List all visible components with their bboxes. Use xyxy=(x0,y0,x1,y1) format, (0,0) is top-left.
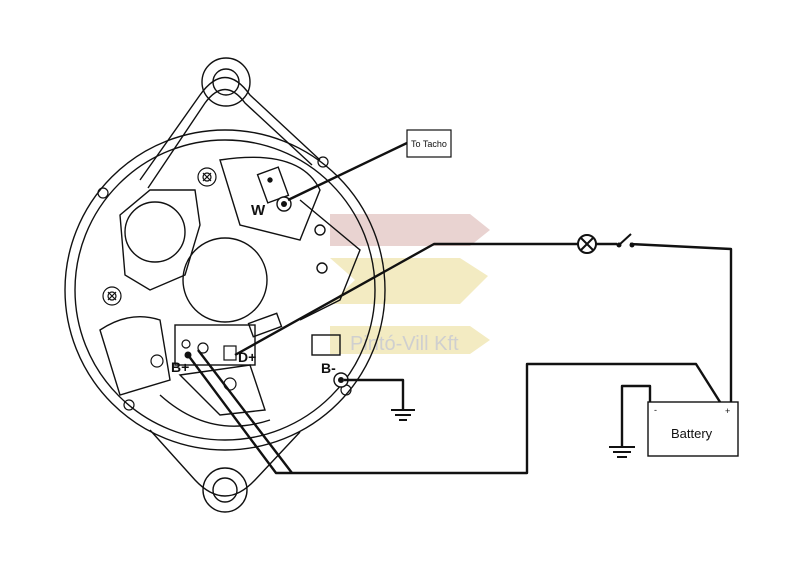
battery: Battery - + xyxy=(647,401,739,457)
brush-holder xyxy=(119,189,201,291)
housing-screws xyxy=(97,156,352,411)
top-mount-hole-outer xyxy=(201,57,251,107)
wire-tacho xyxy=(287,141,408,202)
screw xyxy=(197,167,217,187)
top-mount-ear xyxy=(139,77,321,181)
wires xyxy=(187,141,733,475)
housing-outer xyxy=(64,129,386,451)
b-plus-label: B+ xyxy=(171,359,189,375)
switch-icon xyxy=(616,233,635,248)
logo-red-arrow xyxy=(330,214,490,246)
screw xyxy=(102,286,122,306)
b-minus-label: B- xyxy=(321,360,336,376)
lamp-icon xyxy=(577,234,597,254)
battery-negative: - xyxy=(654,405,657,415)
bottom-mount-hole-outer xyxy=(202,467,248,513)
screw xyxy=(181,339,191,349)
ground-icon xyxy=(609,446,635,458)
top-mount-hole xyxy=(212,68,240,96)
wire-switch-battery xyxy=(629,242,733,402)
d-plus-terminal xyxy=(223,345,237,361)
battery-label: Battery xyxy=(671,426,713,441)
terminals: W B+ D+ B- xyxy=(171,196,349,388)
w-label: W xyxy=(251,202,266,219)
ground-icon xyxy=(391,409,415,421)
watermark-logo: Pintó-Vill Kft xyxy=(330,214,490,355)
tacho-label: To Tacho xyxy=(411,139,447,149)
battery-positive: + xyxy=(725,406,730,416)
tacho-box: To Tacho xyxy=(406,129,452,158)
d-plus-label: D+ xyxy=(238,349,256,365)
wire-b-plus-battery xyxy=(187,354,722,475)
logo-yellow-arrow xyxy=(330,258,488,304)
bottom-mount-ear xyxy=(149,429,301,497)
rotor-center xyxy=(182,237,268,323)
watermark-text: Pintó-Vill Kft xyxy=(350,333,459,355)
logo-yellow-arrow-small xyxy=(330,326,490,354)
screw xyxy=(197,342,209,354)
wire-b-minus-ground xyxy=(344,378,405,410)
alternator xyxy=(64,57,386,513)
bottom-mount-hole xyxy=(212,477,238,503)
wire-d-plus-lamp xyxy=(234,242,578,357)
wire-battery-ground xyxy=(620,384,652,447)
